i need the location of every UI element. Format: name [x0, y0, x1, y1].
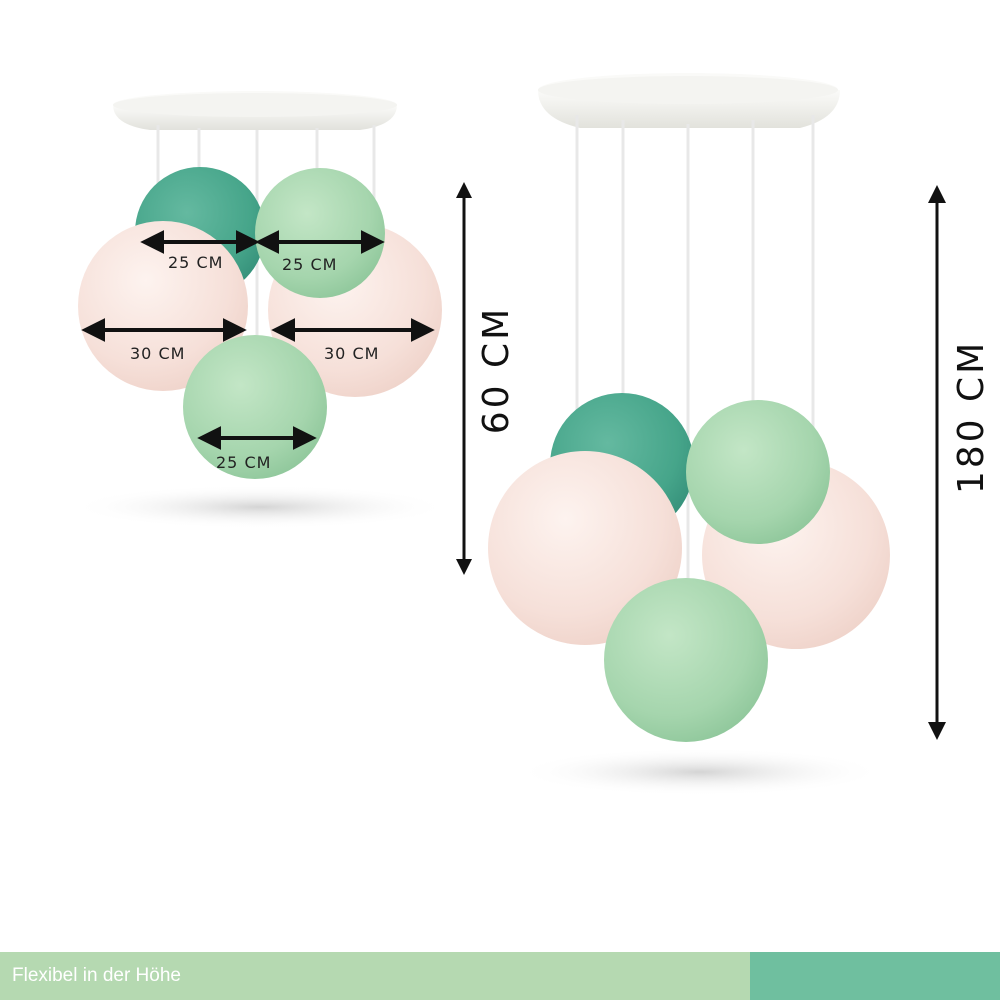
footer-banner: Flexibel in der Höhe — [0, 952, 1000, 1000]
blush-ball-left — [78, 221, 248, 391]
mint-ball-top — [255, 168, 385, 298]
ceiling-canopy — [538, 73, 840, 128]
mint-ball-top — [686, 400, 830, 544]
height-arrow-left — [456, 182, 472, 575]
mint-ball-bottom — [604, 578, 768, 742]
dim-label-ball-top-left: 25 CM — [168, 253, 223, 272]
floor-shadow — [70, 485, 450, 529]
height-arrow-right — [928, 185, 946, 740]
right-pendant-set — [488, 73, 890, 796]
floor-shadow — [515, 748, 885, 796]
footer-accent-panel — [750, 952, 1000, 1000]
dim-label-ball-top-right: 25 CM — [282, 255, 337, 274]
dimension-arrows — [81, 230, 435, 450]
ceiling-canopy — [113, 91, 397, 130]
left-pendant-set: 25 CM 25 CM 30 CM 30 CM 25 CM — [70, 91, 450, 529]
dim-label-ball-mid-left: 30 CM — [130, 344, 185, 363]
dim-label-ball-bottom: 25 CM — [216, 453, 271, 472]
height-label-left: 60 CM — [476, 306, 517, 434]
height-label-right: 180 CM — [951, 340, 992, 494]
footer-text-panel: Flexibel in der Höhe — [0, 952, 750, 1000]
dim-label-ball-mid-right: 30 CM — [324, 344, 379, 363]
footer-text: Flexibel in der Höhe — [12, 965, 181, 986]
blush-ball-left — [488, 451, 682, 645]
